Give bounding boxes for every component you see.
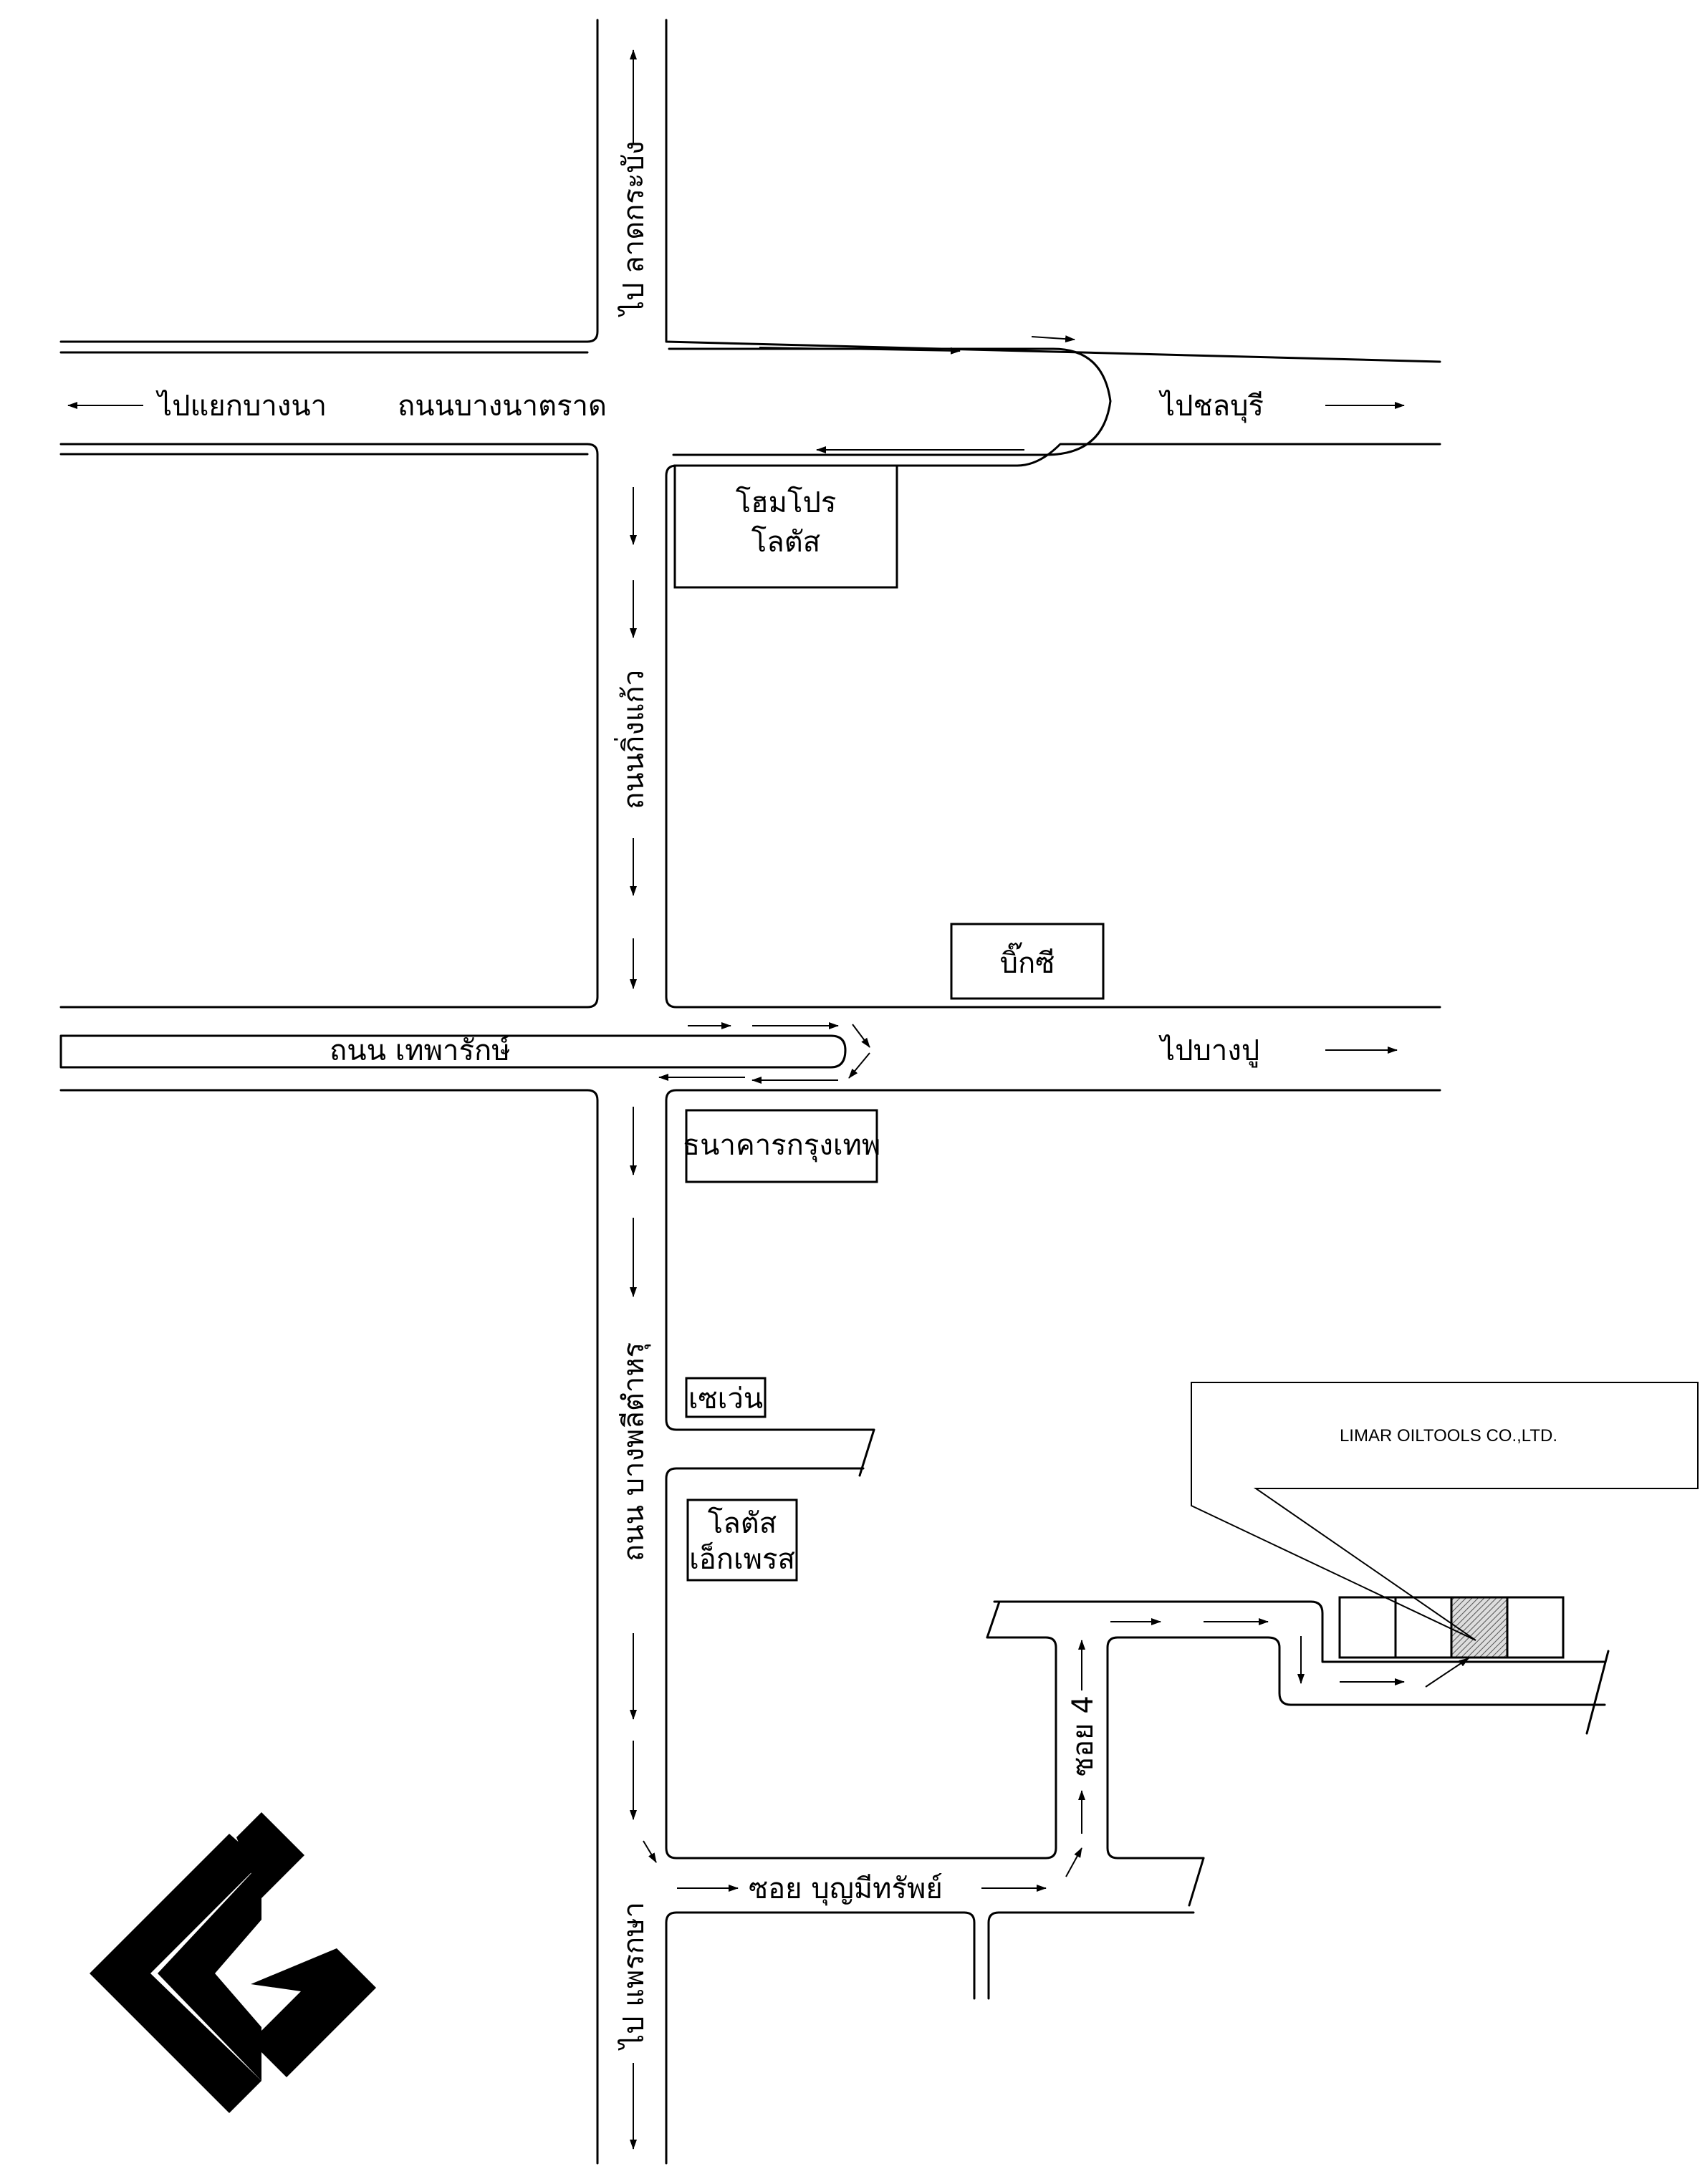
limar-logo-icon [90,1812,376,2113]
king-kaeo-road-label: ถนนกิ่งแก้ว [614,670,650,809]
homepro-label: โฮมโปร [736,486,837,519]
to-lat-krabang-label: ไป ลาดกระบัง [618,141,650,317]
to-bang-pu-label: ไปบางปู [1158,1034,1259,1067]
landmark-bangkok-bank: ธนาคารกรุงเทพ [683,1109,881,1183]
road-break [986,1600,1001,1639]
to-bangna-junction-label: ไปแยกบางนา [155,390,327,423]
lotus-express-sub-label: เอ็กเพรส [689,1541,795,1576]
road-median [59,1034,847,1069]
road-edge [1106,1636,1606,1860]
soi-boonmee-label: ซอย บุญมีทรัพย์ [749,1872,943,1906]
road-edge [59,1089,599,2165]
road-edge [665,19,1441,363]
road-network [59,19,1610,2165]
to-chonburi-label: ไปชลบุรี [1158,390,1264,423]
road-edge [993,1600,1606,1663]
bangkok-bank-label: ธนาคารกรุงเทพ [683,1129,881,1163]
road-labels: ถนนบางนาตราด ไปแยกบางนา ไปชลบุรี ไป ลาดก… [155,141,1264,2051]
company-callout: LIMAR OILTOOLS CO.,LTD. [1191,1382,1699,1641]
road-edge [665,443,1441,1009]
road-edge [59,443,599,1009]
road-edge [665,1467,1057,1860]
homepro-sub-label: โลตัส [751,526,820,559]
road-edge [665,1089,1441,1431]
lotus-express-label: โลตัส [708,1507,777,1540]
bang-phli-tamru-road-label: ถนน บางพลีตำหรุ [618,1342,651,1562]
company-name-label: LIMAR OILTOOLS CO.,LTD. [1340,1426,1557,1445]
landmark-seven-eleven: เซเว่น [685,1377,767,1418]
soi-4-label: ซอย 4 [1067,1695,1100,1776]
seven-eleven-label: เซเว่น [688,1382,763,1415]
u-turn-lane [668,347,1112,456]
landmark-homepro: โฮมโปร โลตัส [673,464,898,589]
thepharak-road-label: ถนน เทพารักษ์ [330,1034,511,1067]
road-break [1585,1650,1610,1735]
traffic-arrows [67,49,1469,2150]
bigc-label: บิ๊กซี [1000,942,1055,980]
to-phraek-sa-label: ไป แพรกษา [618,1902,650,2051]
bangna-trat-road-label: ถนนบางนาตราด [398,390,607,423]
company-building-highlight [1450,1596,1509,1659]
landmark-bigc: บิ๊กซี [950,923,1105,1000]
landmark-lotus-express: โลตัส เอ็กเพรส [686,1499,798,1582]
road-edge [59,19,599,343]
company-buildings [1338,1596,1565,1659]
road-edge [987,1911,1195,2000]
road-break [1188,1857,1205,1907]
road-edge [665,1911,976,2165]
